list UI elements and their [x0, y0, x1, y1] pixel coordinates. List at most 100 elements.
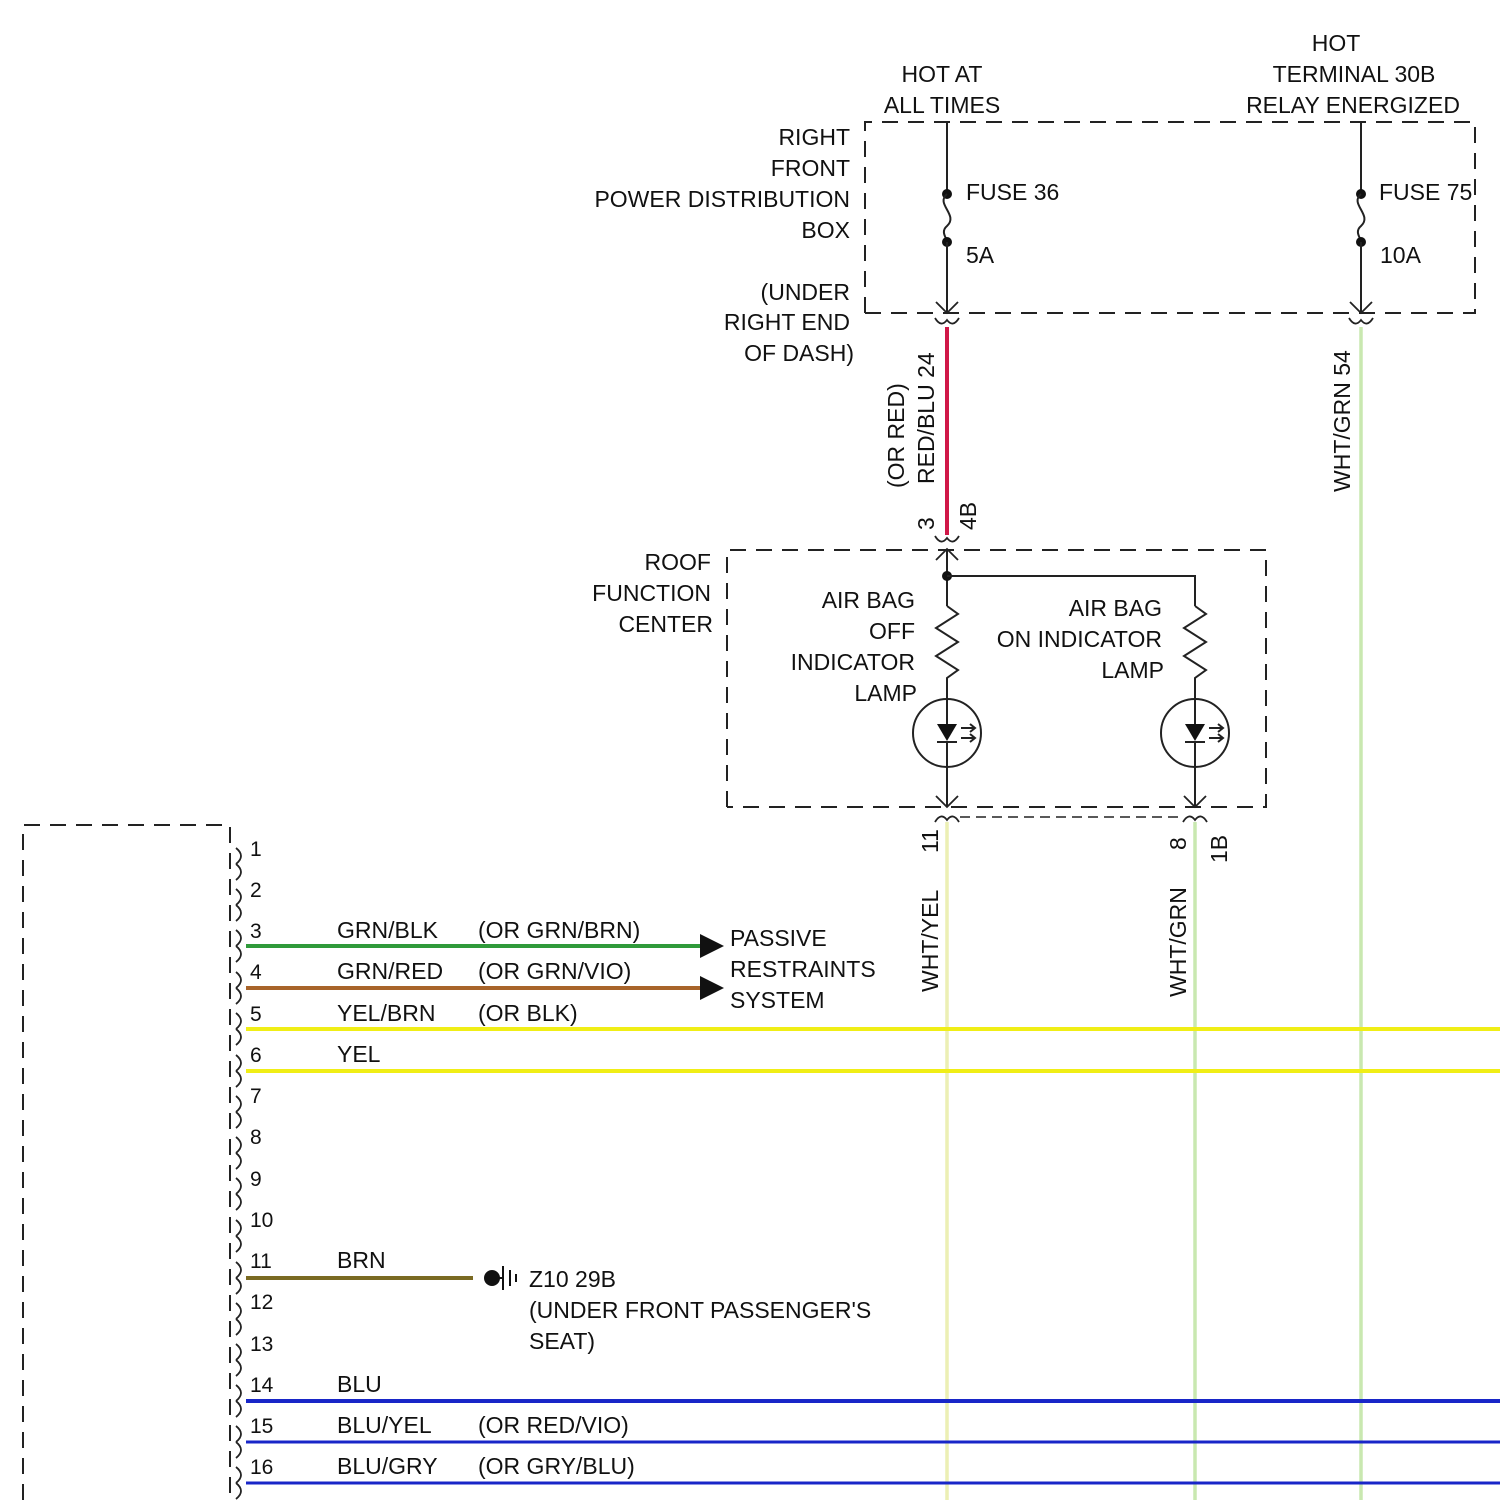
- wire-alt-pin5: (OR BLK): [478, 1000, 578, 1026]
- connector-terminal: [236, 1319, 241, 1335]
- wire-label-wht-yel: WHT/YEL: [917, 890, 943, 992]
- on-lamp-line3: LAMP: [1101, 657, 1164, 683]
- connector-terminal: [236, 1236, 241, 1252]
- wire-label-pin5: YEL/BRN: [337, 1000, 435, 1026]
- connector-terminal: [236, 1013, 241, 1029]
- rfc-connector-out: 1B: [1206, 835, 1232, 863]
- wire-label-wht-grn-54: WHT/GRN 54: [1329, 350, 1355, 492]
- connector-terminal: [236, 1467, 241, 1483]
- connector-terminal: [236, 1344, 241, 1360]
- connector-terminal: [236, 1483, 241, 1499]
- pin-number: 15: [250, 1415, 273, 1438]
- pdb-name-line4: BOX: [801, 217, 850, 243]
- connector-terminal: [236, 905, 241, 921]
- passive-restraints-line1: PASSIVE: [730, 925, 827, 951]
- pdb-location-line1: (UNDER: [761, 279, 850, 305]
- rfc-pin-on-out: 8: [1165, 837, 1191, 850]
- hot-at-all-times-line2: ALL TIMES: [884, 92, 1000, 118]
- connector-pin-labels: 1 2 3 4 5 6 7 8 9 10 11 12 13 14 15 16 G…: [250, 838, 640, 1479]
- connector-terminal: [236, 1278, 241, 1294]
- arrow-grn-blk: [700, 934, 724, 958]
- wire-alt-pin15: (OR RED/VIO): [478, 1412, 629, 1438]
- off-lamp-line3: INDICATOR: [791, 649, 915, 675]
- connector-terminal: [236, 1442, 241, 1458]
- passive-restraints-line3: SYSTEM: [730, 987, 825, 1013]
- wire-label-pin14: BLU: [337, 1371, 382, 1397]
- connector-terminal: [236, 1071, 241, 1087]
- fuse-75-rating: 10A: [1380, 242, 1422, 268]
- connector-terminal: [236, 1055, 241, 1071]
- pin-number: 16: [250, 1456, 273, 1479]
- wire-label-pin16: BLU/GRY: [337, 1453, 438, 1479]
- pdb-name-line2: FRONT: [771, 155, 850, 181]
- pin-number: 14: [250, 1374, 274, 1397]
- rfc-pin-off-out: 11: [917, 829, 943, 853]
- hot-relay-line1: HOT: [1312, 30, 1361, 56]
- pin-number: 2: [250, 879, 262, 902]
- wire-alt-pin3: (OR GRN/BRN): [478, 917, 640, 943]
- connector-terminal: [236, 1401, 241, 1417]
- connector-terminal: [236, 1385, 241, 1401]
- connector-terminal: [236, 1029, 241, 1045]
- wire-alt-pin16: (OR GRY/BLU): [478, 1453, 635, 1479]
- rfc-connector-in: 4B: [955, 502, 981, 530]
- connector-terminal: [236, 1096, 241, 1112]
- connector-terminal: [236, 1137, 241, 1153]
- rfc-name-line1: ROOF: [645, 549, 711, 575]
- hot-relay-line2: TERMINAL 30B: [1273, 61, 1436, 87]
- pdb-name-line1: RIGHT: [778, 124, 850, 150]
- power-distribution-box-outline: [865, 122, 1475, 313]
- connector-terminal: [236, 1194, 241, 1210]
- wire-label-pin4: GRN/RED: [337, 958, 443, 984]
- pin-number: 9: [250, 1168, 262, 1191]
- connector-terminal: [236, 889, 241, 905]
- fuse-36-rating: 5A: [966, 242, 995, 268]
- fuse-36-circuit: [935, 122, 959, 324]
- pin-number: 12: [250, 1291, 273, 1314]
- connector-terminal: [236, 1112, 241, 1128]
- connector-terminal: [236, 848, 241, 864]
- wire-label-red-blu-24: RED/BLU 24: [913, 352, 939, 484]
- connector-terminal: [236, 1178, 241, 1194]
- connector-terminal: [236, 864, 241, 880]
- pin-number: 5: [250, 1003, 262, 1026]
- fuse-36-label: FUSE 36: [966, 179, 1059, 205]
- connector-terminal: [236, 946, 241, 962]
- wire-label-pin11: BRN: [337, 1247, 386, 1273]
- roof-function-center-outline: [727, 550, 1266, 807]
- connector-terminal: [236, 930, 241, 946]
- pdb-location-line2: RIGHT END: [724, 309, 850, 335]
- pdb-name-line3: POWER DISTRIBUTION: [594, 186, 850, 212]
- pin-number: 11: [250, 1250, 272, 1273]
- fuse-75-circuit: [1349, 122, 1373, 324]
- module-connector-outline: [23, 825, 230, 1500]
- wire-label-wht-grn: WHT/GRN: [1165, 887, 1191, 997]
- fuse-75-label: FUSE 75: [1379, 179, 1472, 205]
- roof-function-center-circuit: [913, 536, 1229, 822]
- ground-id: Z10 29B: [529, 1266, 616, 1292]
- connector-terminal: [236, 1220, 241, 1236]
- rfc-name-line3: CENTER: [618, 611, 713, 637]
- passive-restraints-line2: RESTRAINTS: [730, 956, 876, 982]
- wire-label-pin3: GRN/BLK: [337, 917, 439, 943]
- pin-number: 7: [250, 1085, 262, 1108]
- connector-terminal: [236, 1303, 241, 1319]
- on-lamp-line1: AIR BAG: [1069, 595, 1162, 621]
- wire-label-or-red: (OR RED): [883, 383, 909, 488]
- pin-number: 1: [250, 838, 262, 861]
- connector-terminal: [236, 988, 241, 1004]
- off-lamp-line1: AIR BAG: [822, 587, 915, 613]
- on-lamp-line2: ON INDICATOR: [997, 626, 1162, 652]
- wires: [246, 327, 1500, 1500]
- ground-location-line1: (UNDER FRONT PASSENGER'S: [529, 1297, 871, 1323]
- wire-label-pin6: YEL: [337, 1041, 381, 1067]
- connector-terminal: [236, 972, 241, 988]
- connector-terminal: [236, 1153, 241, 1169]
- pin-number: 6: [250, 1044, 262, 1067]
- pin-number: 10: [250, 1209, 273, 1232]
- pin-number: 8: [250, 1126, 262, 1149]
- pin-number: 3: [250, 920, 262, 943]
- connector-terminal: [236, 1262, 241, 1278]
- off-lamp-line2: OFF: [869, 618, 915, 644]
- ground-location-line2: SEAT): [529, 1328, 595, 1354]
